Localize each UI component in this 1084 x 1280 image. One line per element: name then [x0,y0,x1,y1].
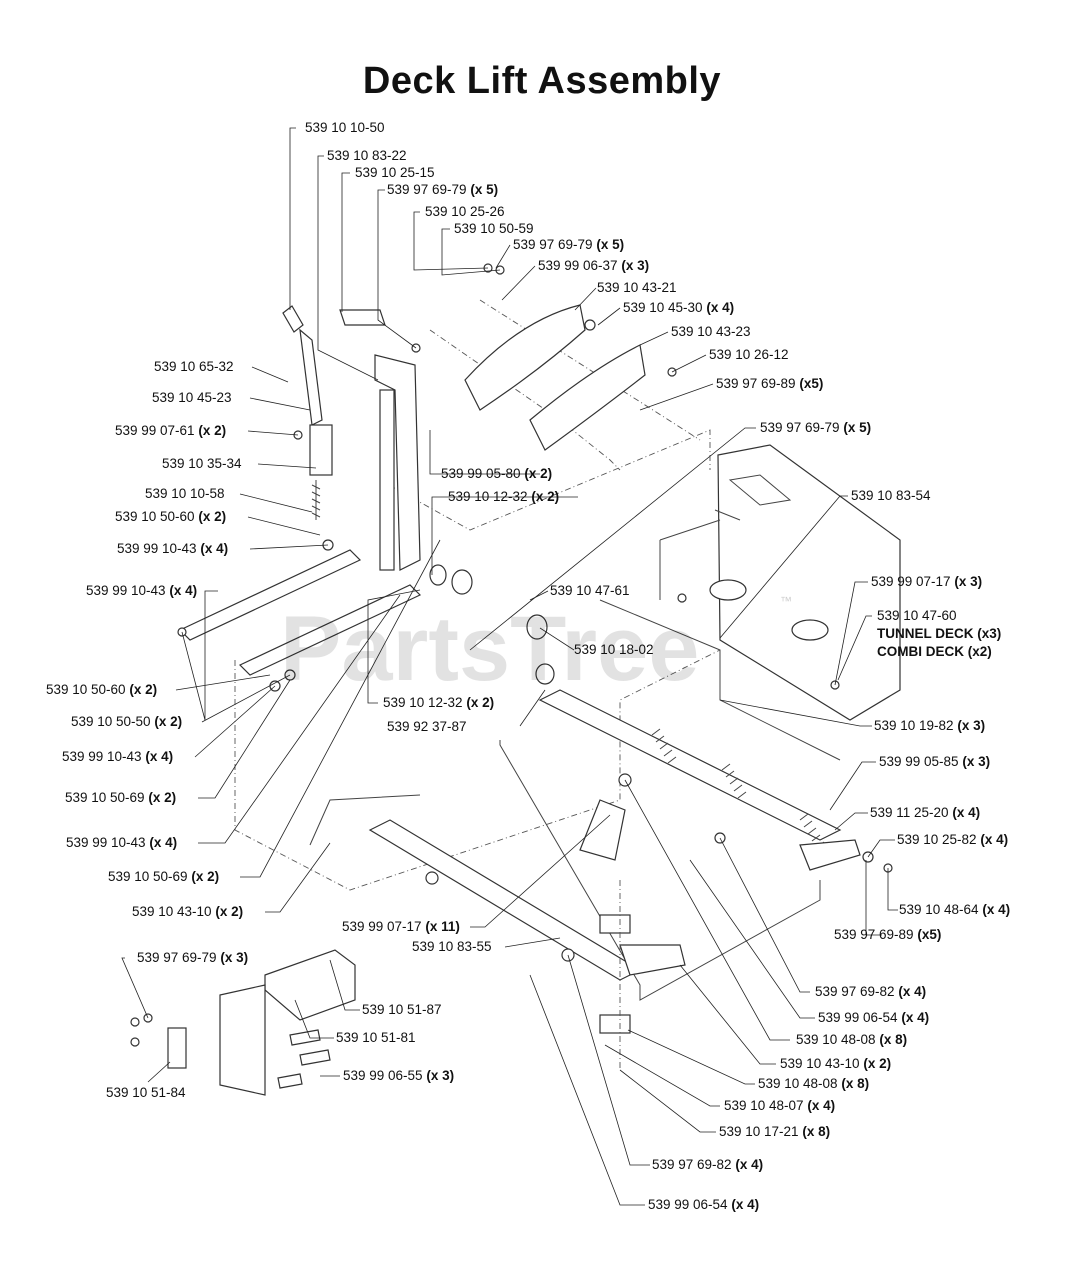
callout-62: 539 99 06-54 (x 4) [648,1197,759,1212]
hanger-block-2 [599,1014,631,1034]
callout-28: 539 10 12-32 (x 2) [448,489,559,504]
mount-bracket [219,984,266,1096]
callout-41: 539 10 25-82 (x 4) [897,832,1008,847]
callout-52: 539 10 51-81 [336,1030,416,1045]
watermark: PartsTree [280,598,699,700]
callout-30: 539 10 47-61 [550,583,630,598]
bushing-2 [526,614,548,640]
spring [311,484,321,518]
callout-16: 539 99 07-17 (x 3) [871,574,982,589]
callout-10: 539 10 45-30 (x 4) [623,300,734,315]
lift-rod [499,740,821,1001]
front-arm [619,944,686,976]
callout-5: 539 10 25-26 [425,204,505,219]
callout-48: 539 10 83-55 [412,939,492,954]
callout-3: 539 10 25-15 [355,165,435,180]
lift-spring-1 [651,728,677,764]
callout-29: 539 99 10-43 (x 4) [86,583,197,598]
lever-arm [374,354,421,571]
deflector-chute [264,949,356,1021]
callout-11: 539 10 43-23 [671,324,751,339]
bracket-plate [167,1027,187,1069]
callout-39: 539 10 50-69 (x 2) [65,790,176,805]
quadrant-plate-2 [529,344,646,451]
callout-55: 539 99 06-55 (x 3) [343,1068,454,1083]
callout-26: 539 99 10-43 (x 4) [117,541,228,556]
callout-21: 539 10 45-23 [152,390,232,405]
lift-spring-3 [799,813,825,849]
callout-33: 539 10 12-32 (x 2) [383,695,494,710]
callout-56: 539 10 43-10 (x 2) [780,1056,891,1071]
callout-13: 539 97 69-89 (x5) [716,376,823,391]
callout-61: 539 97 69-82 (x 4) [652,1157,763,1172]
callout-1: 539 10 10-50 [305,120,385,135]
callout-45: 539 10 48-64 (x 4) [899,902,1010,917]
bushing [451,569,473,595]
deck-outline [234,649,721,891]
chassis-frame [717,444,901,721]
callout-47: 539 97 69-89 (x5) [834,927,941,942]
callout-44: 539 10 43-10 (x 2) [132,904,243,919]
callout-51: 539 97 69-82 (x 4) [815,984,926,999]
callout-40: 539 11 25-20 (x 4) [870,805,980,820]
callout-31: 539 10 18-02 [574,642,654,657]
lift-arm [799,839,861,871]
callout-50: 539 10 51-87 [362,1002,442,1017]
callout-42: 539 99 10-43 (x 4) [66,835,177,850]
callout-20: 539 10 65-32 [154,359,234,374]
callout-58: 539 10 48-08 (x 8) [758,1076,869,1091]
callout-12: 539 10 26-12 [709,347,789,362]
frame-slot [728,474,792,506]
callout-7: 539 97 69-79 (x 5) [513,237,624,252]
callout-54: 539 10 48-08 (x 8) [796,1032,907,1047]
callout-22: 539 99 07-61 (x 2) [115,423,226,438]
callout-36: 539 99 10-43 (x 4) [62,749,173,764]
hanger-block-1 [599,914,631,934]
lift-spring-2 [721,763,747,799]
callout-9: 539 10 43-21 [597,280,677,295]
callout-32: 539 10 50-60 (x 2) [46,682,157,697]
callout-23: 539 10 35-34 [162,456,242,471]
callout-43: 539 10 50-69 (x 2) [108,869,219,884]
callout-35: 539 92 37-87 [387,719,467,734]
callout-57: 539 10 51-84 [106,1085,186,1100]
callout-37: 539 10 19-82 (x 3) [874,718,985,733]
frame-hole-1 [709,579,747,601]
lift-handle [299,328,323,426]
callout-34: 539 10 50-50 (x 2) [71,714,182,729]
callout-25: 539 10 50-60 (x 2) [115,509,226,524]
callout-4: 539 97 69-79 (x 5) [387,182,498,197]
callout-60: 539 10 17-21 (x 8) [719,1124,830,1139]
callout-2: 539 10 83-22 [327,148,407,163]
diagram-title: Deck Lift Assembly [362,60,722,102]
callout-49: 539 97 69-79 (x 3) [137,950,248,965]
frame-hole-2 [791,619,829,641]
watermark-trademark: ™ [780,594,792,608]
leader-lines [121,127,898,1206]
callout-27: 539 99 05-80 (x 2) [441,466,552,481]
link-bar-2 [238,584,422,676]
callout-15: 539 10 83-54 [851,488,931,503]
callout-24: 539 10 10-58 [145,486,225,501]
callout-38: 539 99 05-85 (x 3) [879,754,990,769]
handle-bracket [309,424,333,476]
link-bar-1 [178,549,362,641]
quadrant-plate-1 [464,304,586,411]
handle-grip [282,305,304,333]
callout-46: 539 99 07-17 (x 11) [342,919,460,934]
callout-59: 539 10 48-07 (x 4) [724,1098,835,1113]
lever-plate [379,389,395,571]
callout-labels: 539 10 10-50 539 10 83-22 539 10 25-15 5… [46,120,1010,1212]
rear-lift-shaft [538,689,842,841]
callout-6: 539 10 50-59 [454,221,534,236]
callout-14: 539 97 69-79 (x 5) [760,420,871,435]
callout-53: 539 99 06-54 (x 4) [818,1010,929,1025]
center-bracket [579,799,626,861]
callout-19-combi-deck: COMBI DECK (x2) [877,644,992,659]
callout-8: 539 99 06-37 (x 3) [538,258,649,273]
callout-17: 539 10 47-60 [877,608,957,623]
callout-18-tunnel-deck: TUNNEL DECK (x3) [877,626,1001,641]
